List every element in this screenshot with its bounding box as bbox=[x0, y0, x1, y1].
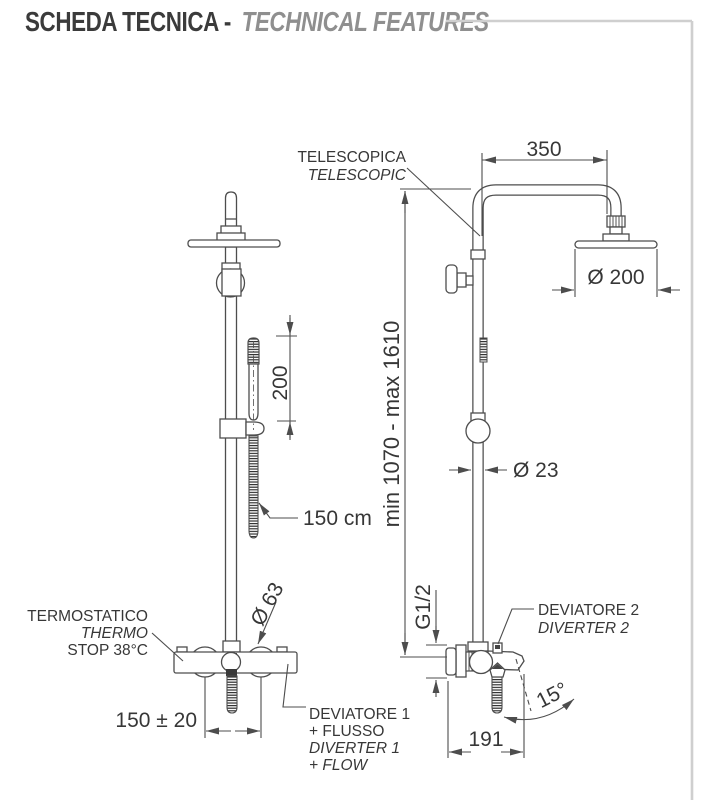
hand-shower-hose bbox=[248, 435, 259, 539]
holder-clip bbox=[479, 337, 488, 363]
side-view-labels: TELESCOPICA TELESCOPIC DEVIATORE 2 DIVER… bbox=[297, 149, 639, 645]
label-thermostatic-it: TERMOSTATICO bbox=[27, 608, 148, 625]
dim-arm-reach: 350 bbox=[526, 138, 561, 161]
label-diverter2-it: DEVIATORE 2 bbox=[538, 602, 639, 619]
column-joint bbox=[470, 249, 486, 260]
label-telescopic-en: TELESCOPIC bbox=[308, 167, 407, 184]
label-diverter1-it: DEVIATORE 1 bbox=[309, 706, 410, 723]
label-diverter1-flusso: + FLUSSO bbox=[309, 723, 384, 740]
side-view-dimensions: 350 Ø 200 min 1070 - max 1610 Ø 23 G bbox=[379, 138, 680, 758]
label-thermostatic-en: THERMO bbox=[81, 625, 148, 642]
valve-hose bbox=[226, 675, 238, 714]
diverter1-knob bbox=[220, 651, 242, 673]
side-view-drawing: 15° bbox=[445, 184, 658, 724]
front-valve-body bbox=[173, 640, 298, 714]
column bbox=[224, 246, 238, 649]
label-diverter1-flow: + FLOW bbox=[309, 757, 369, 774]
side-hose bbox=[491, 676, 503, 714]
title-italian: SCHEDA TECNICA - bbox=[25, 6, 231, 37]
front-view-drawing bbox=[173, 191, 298, 714]
side-valve-body bbox=[445, 641, 525, 714]
front-view-dimensions: 200 150 cm Ø 63 150 ± 20 bbox=[115, 315, 372, 738]
shower-head-side bbox=[574, 215, 658, 249]
dim-head-diameter: Ø 200 bbox=[587, 266, 644, 289]
dim-pipe-diameter: Ø 23 bbox=[513, 459, 559, 482]
dim-handshower-length: 200 bbox=[269, 365, 292, 400]
label-diverter1-en: DIVERTER 1 bbox=[309, 740, 400, 757]
dim-center-distance: 150 ± 20 bbox=[115, 709, 197, 732]
ball-joint bbox=[465, 418, 491, 444]
label-diverter2-en: DIVERTER 2 bbox=[538, 620, 629, 637]
front-view-labels: TERMOSTATICO THERMO STOP 38°C DEVIATORE … bbox=[27, 608, 410, 774]
dim-knob-diameter: Ø 63 bbox=[246, 579, 288, 630]
slider-bracket bbox=[219, 418, 265, 439]
label-thermostatic-stop: STOP 38°C bbox=[67, 642, 148, 659]
label-hose-length: 150 cm bbox=[303, 507, 372, 530]
hand-shower bbox=[247, 337, 260, 430]
frame-border bbox=[446, 19, 694, 800]
dim-height-range: min 1070 - max 1610 bbox=[379, 321, 404, 528]
slider-knob bbox=[445, 264, 474, 294]
dim-connection-thread: G1/2 bbox=[412, 584, 435, 630]
dim-spout-reach: 191 bbox=[468, 728, 503, 751]
shower-head-front bbox=[187, 191, 281, 248]
dim-spout-angle: 15° bbox=[533, 678, 572, 713]
label-telescopic-it: TELESCOPICA bbox=[297, 149, 406, 166]
